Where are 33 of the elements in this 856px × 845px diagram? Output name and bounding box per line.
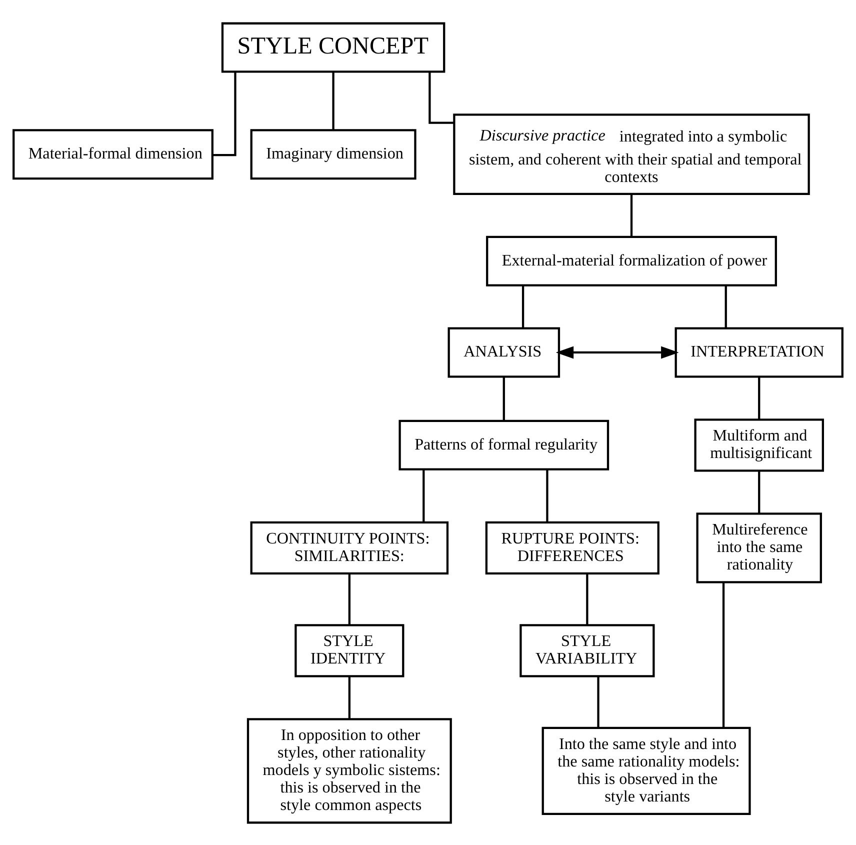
connector <box>502 376 505 420</box>
connector <box>348 573 350 625</box>
node-box: RUPTURE POINTS: DIFFERENCES <box>485 520 660 574</box>
node-box: Material-formal dimension <box>12 128 214 180</box>
arrow <box>556 346 679 358</box>
node-box: CONTINUITY POINTS: SIMILARITIES: <box>250 520 449 574</box>
node-box: STYLE VARIABILITY <box>520 624 655 677</box>
node-box: Multiform and multisignificant <box>694 418 824 472</box>
connector <box>586 573 588 625</box>
node-box: External-material formalization of power <box>486 235 777 286</box>
connector <box>522 285 524 328</box>
connector <box>212 71 236 156</box>
node-box: ANALYSIS <box>448 326 560 378</box>
connector <box>428 71 454 124</box>
connector <box>332 71 334 130</box>
node-box: Into the same style and into the same rationality models: this is observed in the style variants <box>542 726 751 814</box>
connector <box>758 470 760 513</box>
connector <box>724 285 727 328</box>
node-box: Discursive practice integrated into a symbolic sistem, and coherent with their spatial and temporal contexts <box>453 113 810 195</box>
connector <box>722 582 725 728</box>
connector <box>546 469 548 522</box>
node-box: Patterns of formal regularity <box>398 419 610 470</box>
node-box: STYLE IDENTITY <box>294 624 404 677</box>
node-box: In opposition to other styles, other rationality models y symbolic sistems: this is observed in the style common aspects <box>246 718 452 824</box>
node-box: STYLE CONCEPT <box>221 22 446 72</box>
node-box: INTERPRETATION <box>674 326 844 378</box>
connector <box>422 469 425 522</box>
connector <box>758 376 760 419</box>
connector <box>630 194 633 236</box>
node-box: Imaginary dimension <box>250 128 416 180</box>
connector <box>348 676 350 719</box>
connector <box>597 676 600 728</box>
node-box: Multireference into the same rationality <box>696 512 822 583</box>
